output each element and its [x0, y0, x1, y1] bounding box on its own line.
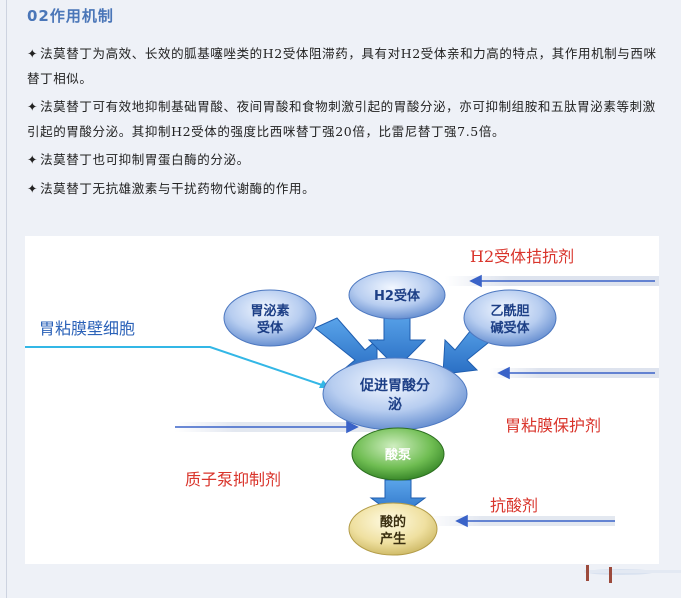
promote-acid-label-1: 促进胃酸分: [359, 377, 430, 394]
protectant-arrowhead: [497, 366, 510, 380]
left-border: [6, 0, 7, 598]
acid-pump-label: 酸泵: [385, 447, 411, 463]
gastrin-receptor-node: [223, 289, 317, 347]
paragraph-text: 法莫替丁为高效、长效的胍基噻唑类的H2受体阻滞药，具有对H2受体亲和力高的特点，…: [27, 46, 657, 86]
ach-receptor-node: [463, 289, 557, 347]
paragraph-list: ✦法莫替丁为高效、长效的胍基噻唑类的H2受体阻滞药，具有对H2受体亲和力高的特点…: [27, 42, 663, 205]
decorative-scene-icon: [584, 565, 681, 583]
h2-receptor-node: [348, 270, 446, 320]
bullet-icon: ✦: [27, 46, 39, 61]
parietal-cell-label: 胃粘膜壁细胞: [39, 319, 135, 338]
paragraph: ✦法莫替丁可有效地抑制基础胃酸、夜间胃酸和食物刺激引起的胃酸分泌，亦可抑制组胺和…: [27, 95, 663, 144]
bullet-icon: ✦: [27, 152, 39, 167]
antacid-arrowhead: [455, 514, 468, 528]
promote-acid-label-2: 泌: [388, 396, 402, 413]
ach-receptor-label-2: 碱受体: [490, 320, 530, 336]
gastrin-receptor-label-1: 胃泌素: [250, 303, 289, 319]
gastrin-arrow: [314, 317, 378, 373]
acid-production-label-2: 产生: [380, 531, 406, 547]
ppi-arrowhead: [346, 420, 359, 434]
paragraph-text: 法莫替丁也可抑制胃蛋白酶的分泌。: [40, 152, 250, 167]
promote-acid-node: [322, 357, 468, 431]
mechanism-diagram: 胃泌素 受体 H2受体 乙酰胆 碱受体 促进胃酸分 泌 酸泵 酸的 产生 H2受…: [25, 236, 659, 564]
acid-production-node: [348, 502, 438, 556]
paragraph: ✦法莫替丁也可抑制胃蛋白酶的分泌。: [27, 148, 663, 173]
parietal-cell-line: [25, 346, 326, 387]
ach-receptor-label-1: 乙酰胆: [490, 303, 529, 319]
bullet-icon: ✦: [27, 99, 39, 114]
paragraph-text: 法莫替丁无抗雄激素与干扰药物代谢酶的作用。: [40, 180, 316, 196]
paragraph: ✦法莫替丁无抗雄激素与干扰药物代谢酶的作用。: [27, 177, 663, 202]
acid-pump-node: [351, 427, 445, 481]
h2-receptor-label: H2受体: [374, 288, 421, 304]
acid-production-label-1: 酸的: [380, 514, 406, 530]
bullet-icon: ✦: [27, 180, 39, 196]
section-heading: 02作用机制: [27, 7, 114, 25]
ppi-label: 质子泵抑制剂: [185, 470, 281, 489]
mucosal-protectant-label: 胃粘膜保护剂: [505, 416, 601, 435]
paragraph-text: 法莫替丁可有效地抑制基础胃酸、夜间胃酸和食物刺激引起的胃酸分泌，亦可抑制组胺和五…: [27, 99, 656, 139]
h2-antagonist-label: H2受体拮抗剂: [470, 247, 574, 266]
antacid-label: 抗酸剂: [490, 496, 538, 515]
paragraph: ✦法莫替丁为高效、长效的胍基噻唑类的H2受体阻滞药，具有对H2受体亲和力高的特点…: [27, 42, 663, 91]
h2-antagonist-arrowhead: [469, 274, 482, 288]
gastrin-receptor-label-2: 受体: [257, 320, 284, 336]
